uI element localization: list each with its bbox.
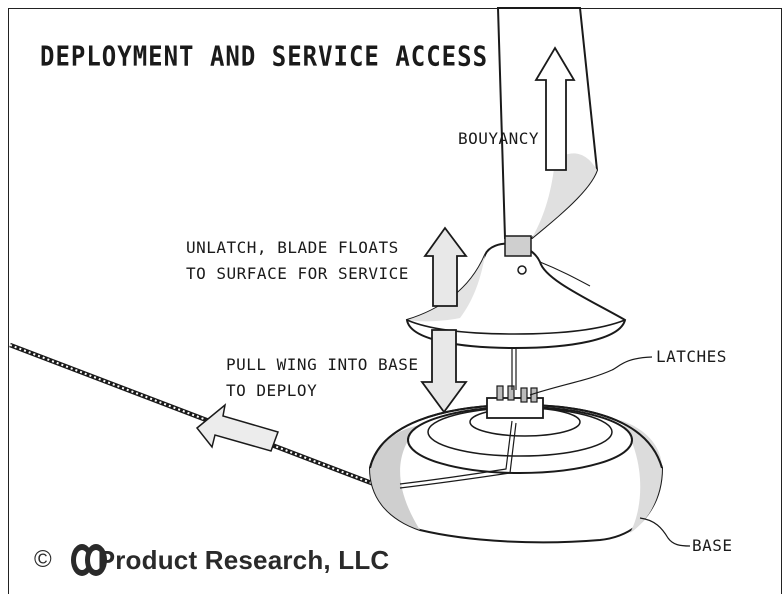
label-pull-line1: PULL WING INTO BASE: [226, 355, 419, 374]
connecting-cable: [511, 345, 517, 390]
frame-left-border: [8, 8, 9, 594]
frame-top-border: [8, 8, 782, 9]
deploy-arrow: [420, 329, 468, 414]
diagram-title: DEPLOYMENT AND SERVICE ACCESS: [40, 40, 489, 73]
label-buoyancy: BOUYANCY: [458, 129, 540, 148]
product-research-logo-icon: [71, 544, 107, 576]
label-unlatch-line1: UNLATCH, BLADE FLOATS: [186, 238, 399, 257]
pull-direction-arrow: [195, 403, 279, 452]
latch-assembly: [486, 385, 544, 419]
label-unlatch-line2: TO SURFACE FOR SERVICE: [186, 264, 409, 283]
logo-spacer: [56, 542, 96, 578]
label-pull-line2: TO DEPLOY: [226, 381, 318, 400]
unlatch-arrow: [423, 226, 468, 307]
label-base: BASE: [692, 536, 733, 555]
seabed-base: [368, 403, 664, 544]
buoyancy-arrow: [534, 46, 576, 171]
float-cone: [405, 242, 627, 350]
copyright-notice: © Product Research, LLC: [34, 540, 389, 580]
label-latches: LATCHES: [656, 347, 727, 366]
company-name: Product Research, LLC: [97, 544, 390, 575]
copyright-symbol: ©: [34, 546, 52, 573]
leader-lines: [529, 356, 691, 547]
